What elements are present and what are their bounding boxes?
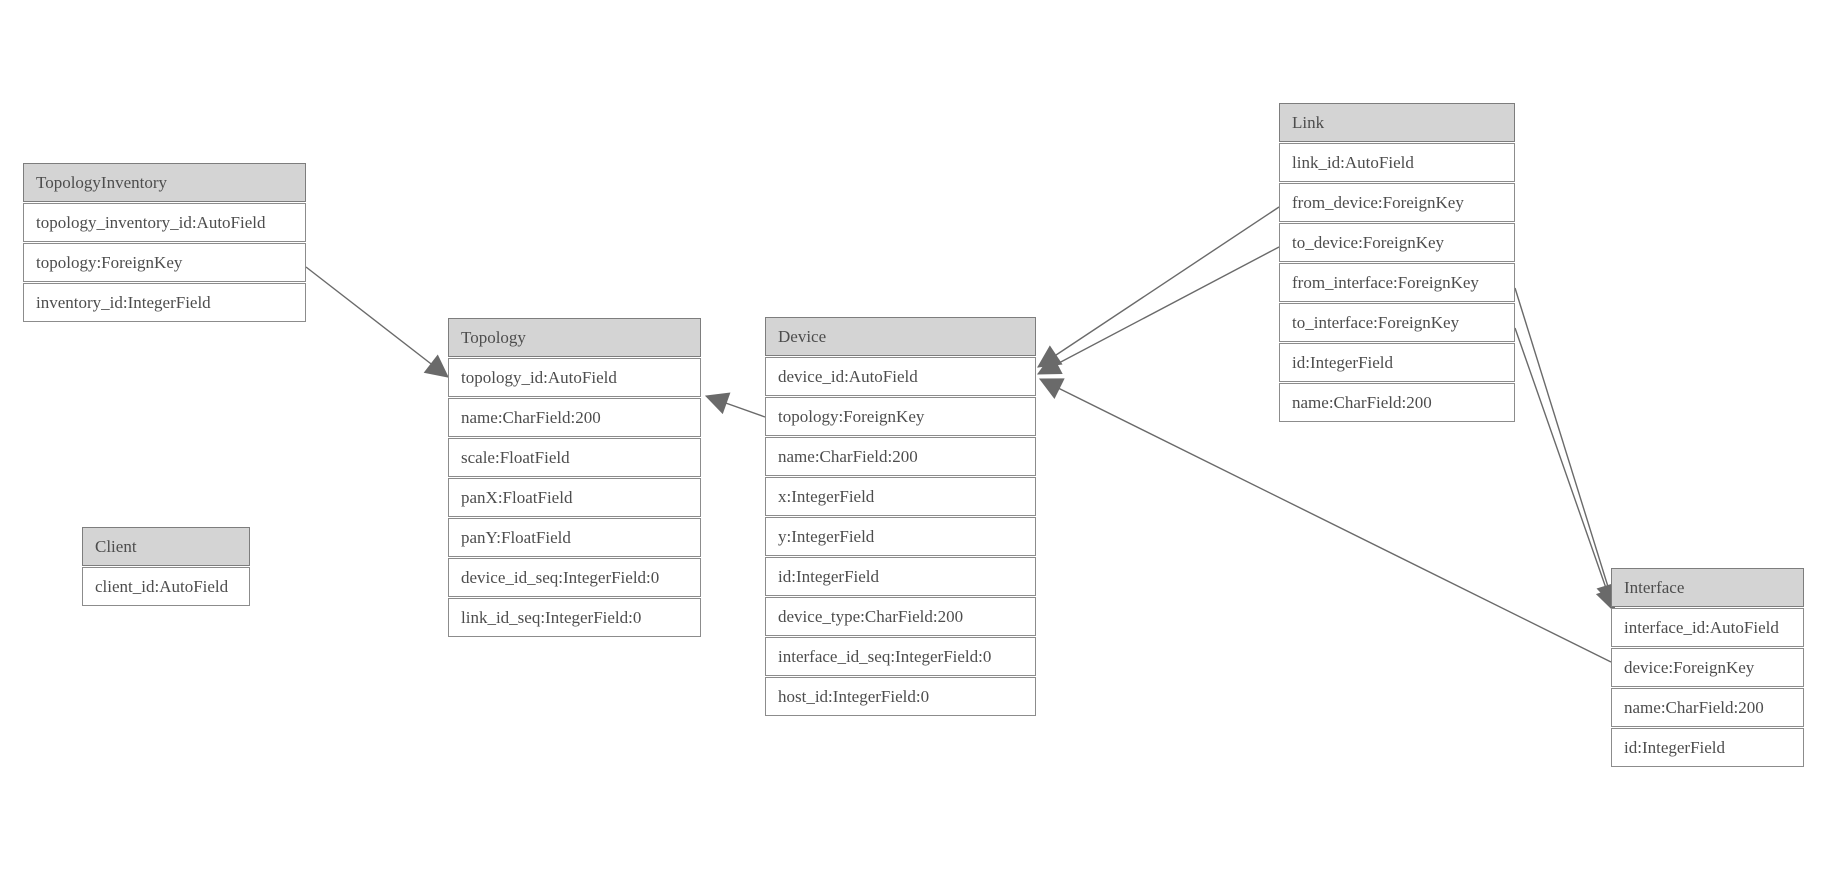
field-row: name:CharField:200 (1279, 383, 1515, 422)
field-row: host_id:IntegerField:0 (765, 677, 1036, 716)
entity-table-topology: Topology topology_id:AutoField name:Char… (448, 318, 701, 638)
entity-table-link: Link link_id:AutoField from_device:Forei… (1279, 103, 1515, 423)
field-row: link_id_seq:IntegerField:0 (448, 598, 701, 637)
entity-table-device: Device device_id:AutoField topology:Fore… (765, 317, 1036, 717)
field-row: scale:FloatField (448, 438, 701, 477)
field-row: device_type:CharField:200 (765, 597, 1036, 636)
field-row: id:IntegerField (1279, 343, 1515, 382)
field-row: topology:ForeignKey (23, 243, 306, 282)
field-row: interface_id_seq:IntegerField:0 (765, 637, 1036, 676)
entity-header: Device (765, 317, 1036, 356)
field-row: topology:ForeignKey (765, 397, 1036, 436)
field-row: device:ForeignKey (1611, 648, 1804, 687)
field-row: panY:FloatField (448, 518, 701, 557)
field-row: to_interface:ForeignKey (1279, 303, 1515, 342)
field-row: id:IntegerField (765, 557, 1036, 596)
entity-table-interface: Interface interface_id:AutoField device:… (1611, 568, 1804, 768)
edge-link-fromdevice-device (1037, 206, 1280, 368)
field-row: name:CharField:200 (765, 437, 1036, 476)
field-row: y:IntegerField (765, 517, 1036, 556)
field-row: interface_id:AutoField (1611, 608, 1804, 647)
edge-topologyinventory-topology (305, 266, 449, 378)
field-row: link_id:AutoField (1279, 143, 1515, 182)
entity-table-topologyinventory: TopologyInventory topology_inventory_id:… (23, 163, 306, 323)
field-row: device_id_seq:IntegerField:0 (448, 558, 701, 597)
entity-table-client: Client client_id:AutoField (82, 527, 250, 607)
field-row: from_interface:ForeignKey (1279, 263, 1515, 302)
field-row: panX:FloatField (448, 478, 701, 517)
edge-link-frominterface-interface (1514, 287, 1619, 608)
field-row: id:IntegerField (1611, 728, 1804, 767)
field-row: from_device:ForeignKey (1279, 183, 1515, 222)
field-row: x:IntegerField (765, 477, 1036, 516)
entity-header: Client (82, 527, 250, 566)
entity-header: Topology (448, 318, 701, 357)
entity-header: TopologyInventory (23, 163, 306, 202)
edge-interface-device (1038, 378, 1612, 663)
field-row: device_id:AutoField (765, 357, 1036, 396)
field-row: topology_id:AutoField (448, 358, 701, 397)
edge-device-topology (704, 392, 766, 418)
edge-link-tointerface-interface (1514, 327, 1618, 613)
field-row: topology_inventory_id:AutoField (23, 203, 306, 242)
field-row: name:CharField:200 (448, 398, 701, 437)
field-row: name:CharField:200 (1611, 688, 1804, 727)
field-row: to_device:ForeignKey (1279, 223, 1515, 262)
entity-header: Link (1279, 103, 1515, 142)
edge-link-todevice-device (1036, 246, 1280, 375)
entity-header: Interface (1611, 568, 1804, 607)
field-row: client_id:AutoField (82, 567, 250, 606)
field-row: inventory_id:IntegerField (23, 283, 306, 322)
